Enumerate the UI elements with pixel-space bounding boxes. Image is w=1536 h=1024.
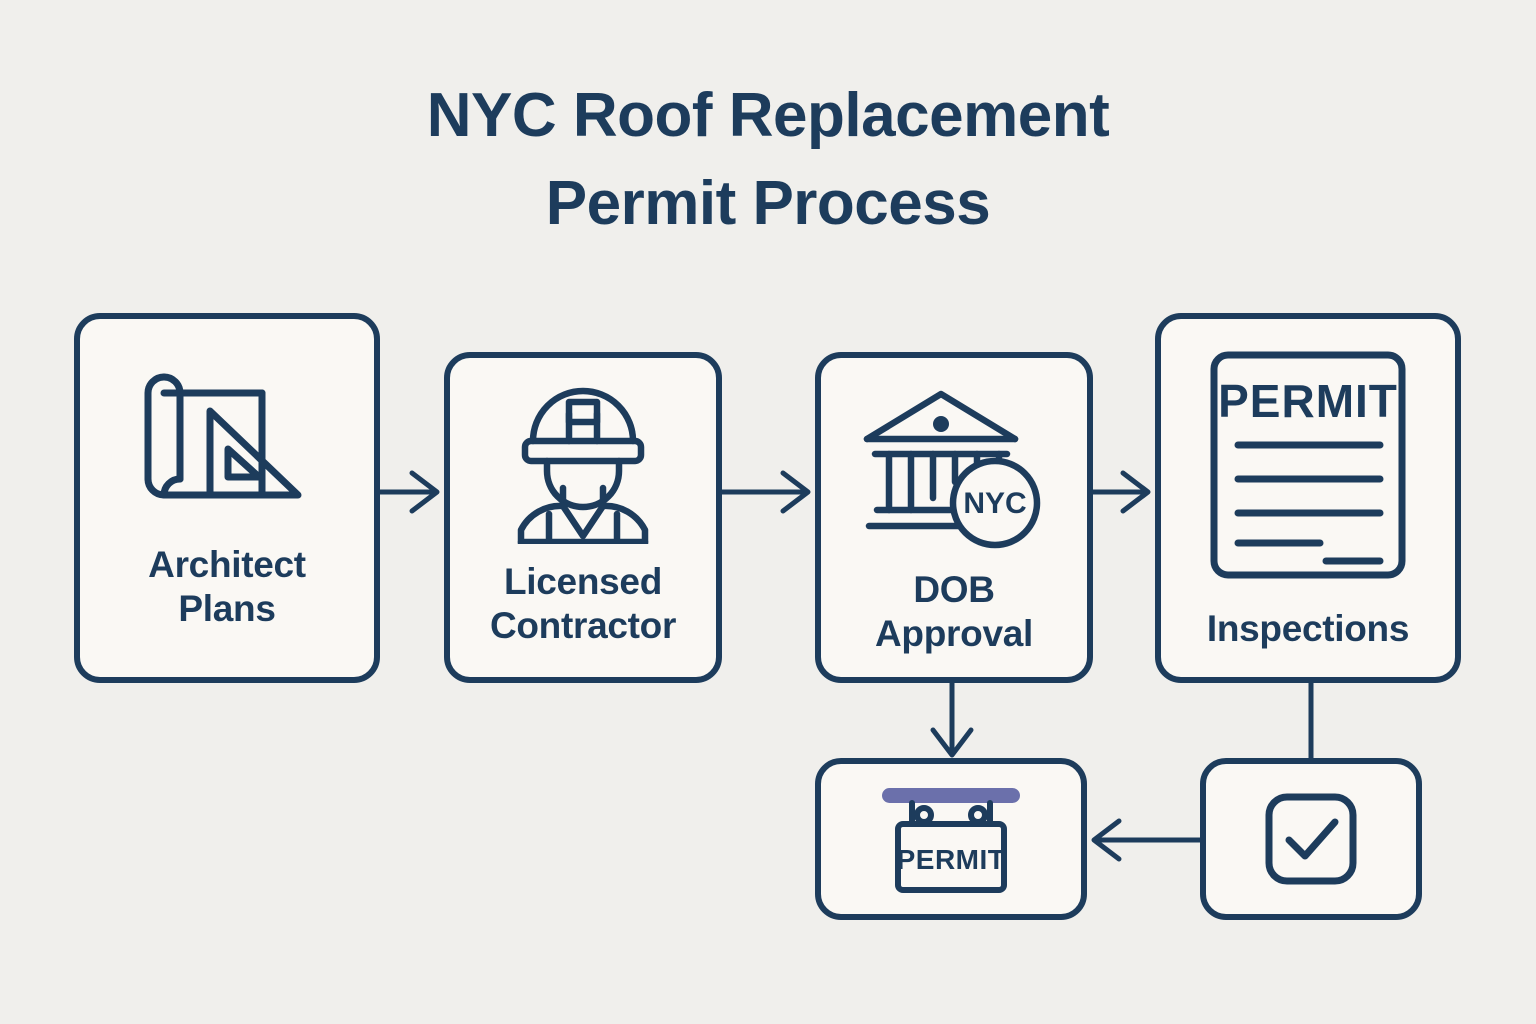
label-line-1: Inspections	[1206, 608, 1410, 649]
arrow-approved-to-permit-sign	[1091, 818, 1203, 862]
permit-sign-hanger-bar	[882, 788, 1020, 803]
permit-document-heading: PERMIT	[1218, 375, 1398, 427]
step-card-inspections[interactable]: PERMIT Inspections	[1155, 313, 1461, 683]
hard-hat-worker-icon	[517, 387, 649, 544]
title-line-1: NYC Roof Replacement	[426, 81, 1110, 150]
label-line-1: Architect	[148, 544, 306, 585]
step-card-label: DOB Approval	[821, 568, 1087, 655]
checkbox-check-icon	[1265, 793, 1357, 885]
label-line-1: Licensed	[504, 561, 662, 602]
permit-document-icon: PERMIT	[1210, 351, 1406, 579]
page-title: NYC Roof Replacement Permit Process	[0, 72, 1536, 248]
nyc-badge-text: NYC	[963, 487, 1026, 520]
title-line-2: Permit Process	[545, 169, 991, 239]
government-building-nyc-badge-icon: NYC	[863, 390, 1041, 549]
step-card-architect-plans[interactable]: Architect Plans	[74, 313, 380, 683]
arrow-architect-to-contractor	[377, 470, 440, 514]
step-card-label: Architect Plans	[80, 543, 374, 630]
label-line-2: Approval	[875, 612, 1033, 654]
step-card-licensed-contractor[interactable]: Licensed Contractor	[444, 352, 722, 683]
step-card-label: Inspections	[1161, 607, 1455, 651]
arrow-dob-to-permit-sign	[930, 680, 974, 758]
hanging-permit-sign-icon: PERMIT	[882, 788, 1020, 893]
label-line-1: DOB	[913, 569, 995, 610]
label-line-2: Contractor	[489, 604, 677, 646]
step-card-dob-approval[interactable]: NYC DOB Approval	[815, 352, 1093, 683]
label-line-2: Plans	[178, 587, 276, 629]
step-card-permit-issued[interactable]: PERMIT	[815, 758, 1087, 920]
arrow-dob-to-inspections	[1090, 470, 1151, 514]
step-card-approved[interactable]	[1200, 758, 1422, 920]
blueprint-scroll-triangle-ruler-icon	[144, 373, 302, 499]
permit-sign-text: PERMIT	[897, 844, 1006, 875]
step-card-label: Licensed Contractor	[450, 560, 716, 647]
arrow-contractor-to-dob	[719, 470, 811, 514]
